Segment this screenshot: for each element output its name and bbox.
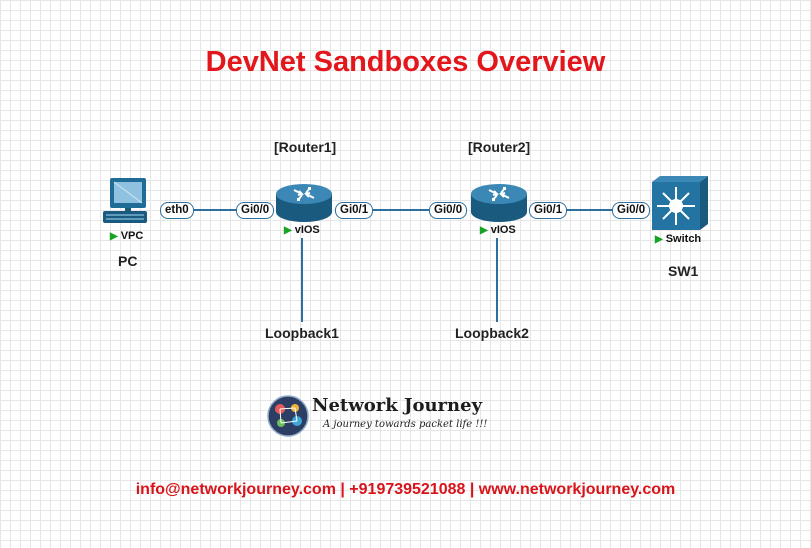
loopback2-label: Loopback2 bbox=[455, 325, 529, 341]
link-router1-loopback1 bbox=[301, 238, 303, 322]
router2-port-gi0-0[interactable]: Gi0/0 bbox=[429, 202, 468, 219]
pc-port-eth0[interactable]: eth0 bbox=[160, 202, 194, 219]
router2-port-gi0-1[interactable]: Gi0/1 bbox=[529, 202, 568, 219]
router1-port-gi0-0[interactable]: Gi0/0 bbox=[236, 202, 275, 219]
link-router2-loopback2 bbox=[496, 238, 498, 322]
pc-type-tag: ▶VPC bbox=[110, 230, 144, 242]
play-icon: ▶ bbox=[284, 225, 292, 236]
router1-port-gi0-1[interactable]: Gi0/1 bbox=[335, 202, 374, 219]
globe-icon bbox=[267, 395, 309, 437]
sw1-port-gi0-0[interactable]: Gi0/0 bbox=[612, 202, 651, 219]
diagram-title: DevNet Sandboxes Overview bbox=[205, 46, 606, 78]
router2-name: [Router2] bbox=[468, 139, 531, 155]
play-icon: ▶ bbox=[110, 231, 118, 242]
play-icon: ▶ bbox=[480, 225, 488, 236]
link-router1-router2 bbox=[373, 209, 431, 211]
contact-footer: info@networkjourney.com | +919739521088 … bbox=[135, 481, 676, 498]
logo-title: Network Journey bbox=[312, 395, 483, 416]
router1-name: [Router1] bbox=[274, 139, 337, 155]
logo-subtitle: A journey towards packet life !!! bbox=[323, 419, 488, 430]
network-journey-logo: Network Journey A journey towards packet… bbox=[266, 392, 488, 438]
router2-type-tag: ▶vIOS bbox=[480, 224, 516, 236]
router-icon[interactable] bbox=[274, 182, 334, 224]
loopback1-label: Loopback1 bbox=[265, 325, 339, 341]
link-pc-router1 bbox=[190, 209, 238, 211]
sw1-type-tag: ▶Switch bbox=[655, 233, 702, 245]
router1-type-tag: ▶vIOS bbox=[284, 224, 320, 236]
router-icon[interactable] bbox=[469, 182, 529, 224]
switch-icon[interactable] bbox=[650, 174, 710, 230]
pc-label: PC bbox=[118, 253, 138, 269]
play-icon: ▶ bbox=[655, 234, 663, 245]
sw1-label: SW1 bbox=[668, 263, 699, 279]
link-router2-sw1 bbox=[566, 209, 614, 211]
pc-icon[interactable] bbox=[100, 176, 152, 226]
